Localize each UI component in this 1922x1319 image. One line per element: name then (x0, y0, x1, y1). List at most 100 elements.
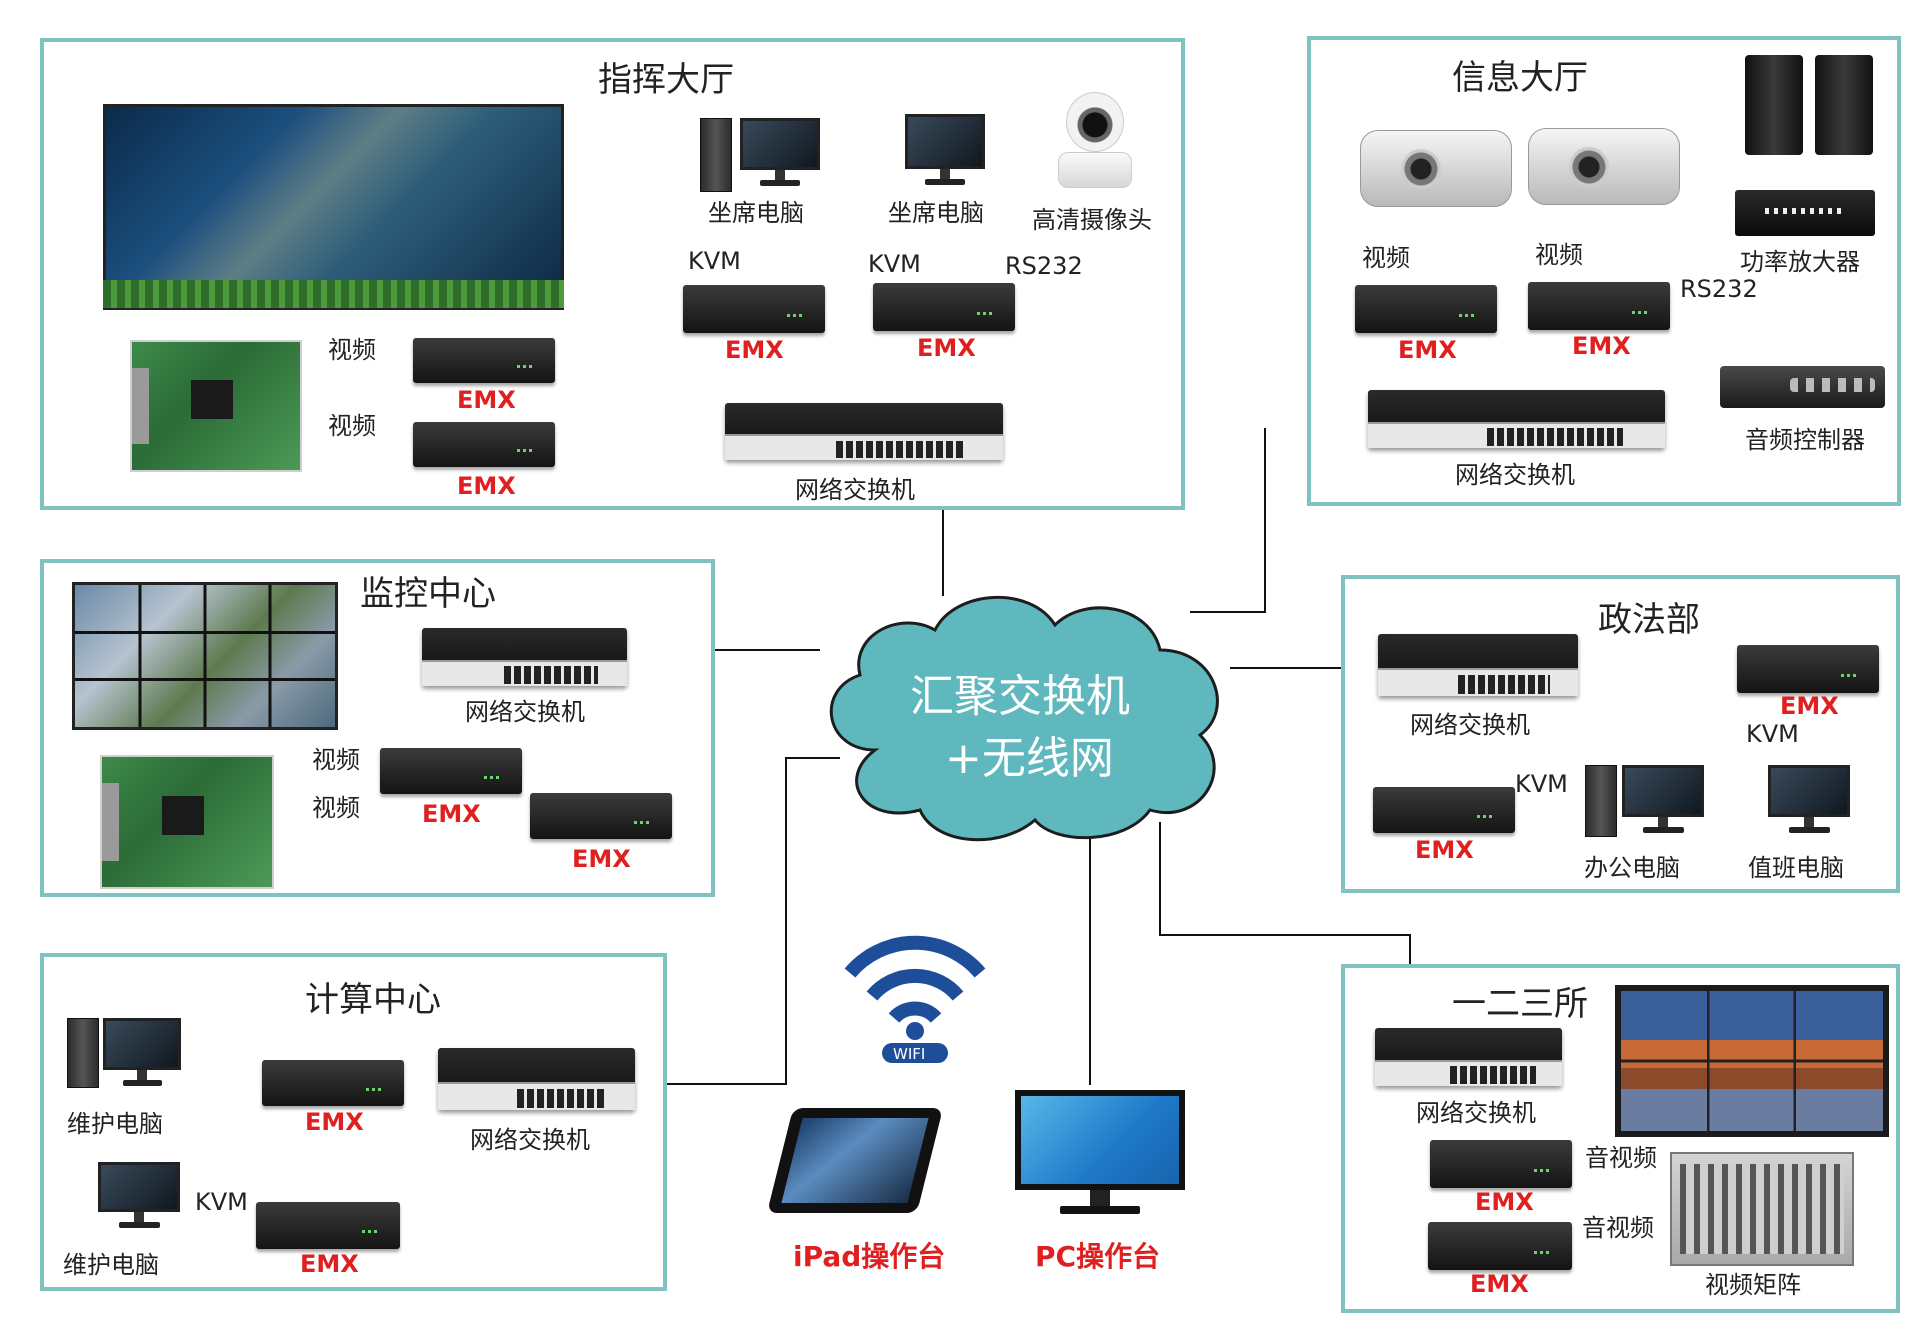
emx-device (530, 793, 672, 839)
switch-label: 网络交换机 (465, 698, 585, 726)
seat-pc-monitor (905, 114, 985, 190)
emx-device (1373, 787, 1515, 833)
maint-pc-tower (67, 1018, 99, 1088)
switch-label: 网络交换机 (1455, 461, 1575, 489)
network-switch (1378, 634, 1578, 696)
maint-pc-monitor (103, 1018, 181, 1090)
rs232-label: RS232 (1680, 275, 1758, 303)
kvm-label: KVM (1515, 770, 1568, 798)
video-label: 视频 (312, 794, 360, 822)
emx-label: EMX (457, 386, 516, 414)
emx-label: EMX (1415, 836, 1474, 864)
ipad-icon (766, 1108, 944, 1213)
emx-label: EMX (300, 1250, 359, 1278)
office-pc-tower (1585, 765, 1617, 837)
emx-label: EMX (422, 800, 481, 828)
duty-pc-monitor (1768, 765, 1850, 837)
kvm-label: KVM (195, 1188, 248, 1216)
emx-device (413, 338, 555, 383)
video-wall-plants (103, 280, 564, 308)
capture-card (100, 755, 274, 889)
emx-label: EMX (1470, 1270, 1529, 1298)
maint-pc-label: 维护电脑 (63, 1251, 159, 1279)
projector-icon (1360, 130, 1512, 207)
video-label-2: 视频 (328, 412, 376, 440)
emx-device (683, 285, 825, 333)
network-switch (725, 403, 1003, 460)
cloud-title-line2: +无线网 (945, 733, 1114, 784)
video-wall (103, 104, 564, 310)
switch-label: 网络交换机 (470, 1126, 590, 1154)
command-hall-title: 指挥大厅 (598, 60, 734, 100)
emx-label: EMX (1475, 1188, 1534, 1216)
emx-device (1355, 285, 1497, 333)
switch-label: 网络交换机 (795, 476, 915, 504)
office-pc-label: 办公电脑 (1584, 854, 1680, 882)
switch-label: 网络交换机 (1410, 711, 1530, 739)
video-label-1: 视频 (328, 336, 376, 364)
monitor-center-title: 监控中心 (360, 574, 496, 614)
amplifier-label: 功率放大器 (1740, 248, 1860, 276)
panel-politics-dept (1341, 575, 1900, 893)
emx-device (1428, 1222, 1572, 1270)
network-switch (438, 1048, 635, 1110)
network-switch (1368, 390, 1665, 448)
av-label: 音视频 (1582, 1214, 1654, 1242)
ipad-label: iPad操作台 (793, 1240, 946, 1273)
kvm-label: KVM (868, 250, 921, 278)
emx-device (1737, 645, 1879, 693)
compute-center-title: 计算中心 (305, 980, 441, 1020)
office-pc-monitor (1622, 765, 1704, 837)
duty-pc-label: 值班电脑 (1748, 854, 1844, 882)
pc-console-monitor (1015, 1090, 1185, 1220)
audio-controller-label: 音频控制器 (1745, 426, 1865, 454)
emx-device (1528, 282, 1670, 330)
cloud-title-line1: 汇聚交换机 (910, 671, 1130, 722)
switch-label: 网络交换机 (1416, 1099, 1536, 1127)
network-switch (422, 628, 627, 686)
network-switch (1375, 1028, 1562, 1086)
emx-device (413, 422, 555, 467)
video-label: 视频 (1535, 241, 1583, 269)
pc-console-label: PC操作台 (1035, 1240, 1161, 1273)
aggregation-cloud (829, 595, 1219, 842)
amplifier-icon (1735, 190, 1875, 236)
seat-pc-tower (700, 118, 732, 192)
rs232-label: RS232 (1005, 252, 1083, 280)
speaker-icon (1815, 55, 1873, 155)
surveillance-wall (72, 582, 338, 730)
info-hall-title: 信息大厅 (1452, 58, 1588, 98)
kvm-label: KVM (688, 247, 741, 275)
video-label: 视频 (1362, 244, 1410, 272)
emx-label: EMX (305, 1108, 364, 1136)
capture-card (130, 340, 302, 472)
camera-label: 高清摄像头 (1032, 206, 1152, 234)
institutes-title: 一二三所 (1452, 984, 1588, 1024)
emx-device (262, 1060, 404, 1106)
emx-label: EMX (725, 336, 784, 364)
emx-label: EMX (1398, 336, 1457, 364)
emx-label: EMX (917, 334, 976, 362)
projector-icon (1528, 128, 1680, 205)
video-matrix-icon (1670, 1152, 1854, 1266)
emx-label: EMX (457, 472, 516, 500)
kvm-label: KVM (1746, 720, 1799, 748)
emx-label: EMX (1572, 332, 1631, 360)
maint-pc-monitor (98, 1162, 180, 1232)
maint-pc-label: 维护电脑 (67, 1110, 163, 1138)
camera-icon (1058, 92, 1132, 192)
emx-device (1430, 1140, 1572, 1188)
audio-controller-icon (1720, 366, 1885, 408)
av-label: 音视频 (1585, 1144, 1657, 1172)
emx-label: EMX (1780, 692, 1839, 720)
seat-pc-label: 坐席电脑 (708, 199, 804, 227)
institute-video-wall (1615, 985, 1889, 1137)
video-label: 视频 (312, 746, 360, 774)
seat-pc-monitor (740, 118, 820, 190)
wifi-icon (844, 935, 986, 1063)
video-matrix-label: 视频矩阵 (1705, 1271, 1801, 1299)
speaker-icon (1745, 55, 1803, 155)
emx-label: EMX (572, 845, 631, 873)
emx-device (256, 1202, 400, 1249)
emx-device (380, 748, 522, 794)
